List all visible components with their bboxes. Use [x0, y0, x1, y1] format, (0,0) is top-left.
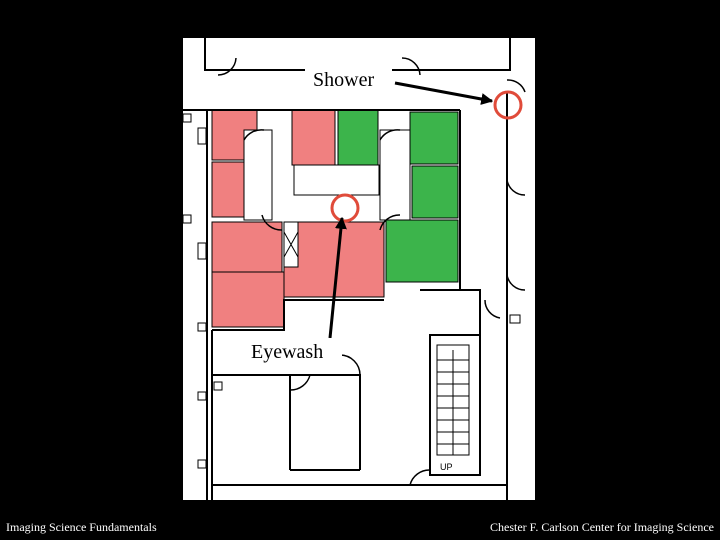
eyewash-label: Eyewash: [251, 341, 323, 363]
walls: [182, 38, 537, 500]
door-swings: [217, 57, 526, 486]
stairs: [436, 344, 470, 456]
green-room: [385, 219, 459, 283]
floor-plan: UP Shower Eyewash: [182, 38, 537, 500]
eyewash-marker: [330, 193, 360, 223]
shower-label: Shower: [313, 69, 374, 91]
stairs-up-label: UP: [440, 462, 453, 472]
red-room: [211, 271, 285, 328]
eyewash-arrow: [328, 216, 347, 339]
wall-fixtures: [182, 113, 521, 469]
shower-arrow: [394, 81, 494, 105]
red-room: [291, 109, 336, 166]
red-room: [211, 221, 283, 273]
green-rooms: [337, 109, 459, 283]
green-room: [337, 109, 379, 166]
shower-marker: [493, 90, 523, 120]
footer-right-text: Chester F. Carlson Center for Imaging Sc…: [490, 520, 714, 534]
green-room: [411, 165, 459, 219]
eyewash-fixture: [283, 221, 299, 268]
footer-left-text: Imaging Science Fundamentals: [6, 520, 157, 534]
green-room: [409, 111, 459, 165]
